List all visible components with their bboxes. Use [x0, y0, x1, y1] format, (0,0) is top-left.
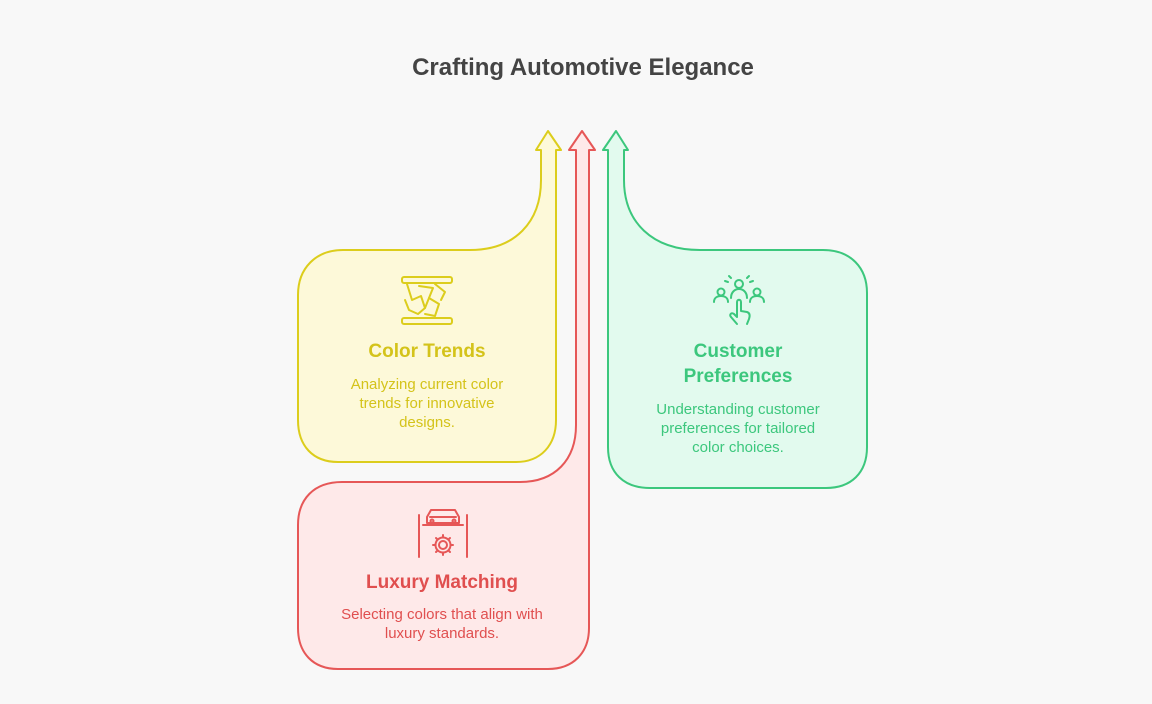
luxury-matching-desc-line: Selecting colors that align with — [341, 606, 543, 623]
luxury-matching-heading: Luxury Matching — [365, 572, 518, 593]
customer-preferences-heading-line: Customer — [693, 341, 783, 362]
customer-selection-icon — [713, 275, 765, 325]
color-trends-heading: Color Trends — [368, 341, 486, 362]
customer-preferences-heading-line: Preferences — [683, 366, 793, 387]
color-trends-desc-line: designs. — [399, 414, 455, 431]
diagram-title: Crafting Automotive Elegance — [412, 54, 754, 81]
color-trends-description: Analyzing current color trends for innov… — [318, 375, 536, 432]
car-lift-gear-icon — [418, 509, 468, 558]
customer-preferences-desc-line: Understanding customer — [656, 401, 820, 418]
luxury-matching-desc-line: luxury standards. — [384, 625, 500, 642]
color-trends-desc-line: Analyzing current color — [350, 376, 504, 393]
color-trends-text-block: Color Trends Analyzing current color tre… — [318, 339, 536, 432]
luxury-matching-description: Selecting colors that align with luxury … — [315, 605, 569, 643]
customer-preferences-card-shape — [602, 130, 868, 489]
color-swatch-icon — [401, 276, 453, 325]
customer-preferences-heading: Customer Preferences — [628, 339, 848, 389]
customer-preferences-description: Understanding customer preferences for t… — [628, 400, 848, 457]
customer-preferences-text-block: Customer Preferences Understanding custo… — [628, 339, 848, 457]
luxury-matching-text-block: Luxury Matching Selecting colors that al… — [315, 570, 569, 643]
color-trends-desc-line: trends for innovative — [359, 395, 495, 412]
luxury-matching-card-shape — [297, 130, 596, 670]
customer-preferences-desc-line: color choices. — [692, 439, 784, 456]
customer-preferences-desc-line: preferences for tailored — [660, 420, 816, 437]
